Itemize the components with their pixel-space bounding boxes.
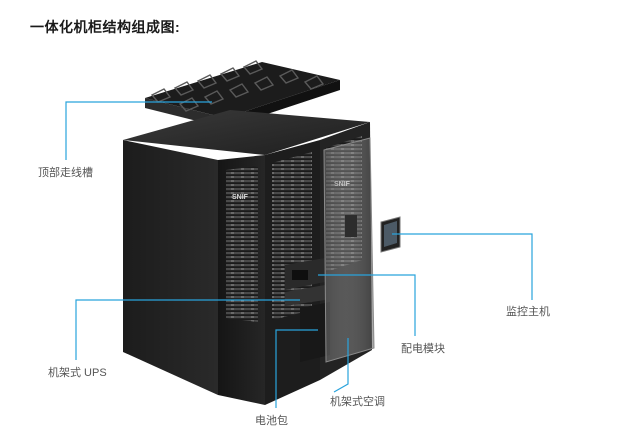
label-rack-air-conditioner: 机架式空调 <box>330 396 385 408</box>
battery-pack-unit <box>300 302 330 362</box>
label-top-cable-tray: 顶部走线槽 <box>38 167 93 179</box>
label-monitoring-host: 监控主机 <box>506 306 550 318</box>
monitoring-host-screen <box>380 216 401 253</box>
diagram-title: 一体化机柜结构组成图: <box>30 19 181 35</box>
glass-door <box>323 137 375 363</box>
leader-battery <box>275 329 318 408</box>
leader-monitor <box>392 233 533 300</box>
leader-rack-ups <box>75 299 300 360</box>
label-rack-ups: 机架式 UPS <box>48 367 107 379</box>
rack-ups-unit <box>285 258 325 306</box>
label-power-distribution-module: 配电模块 <box>401 343 445 355</box>
label-battery-pack: 电池包 <box>255 415 288 427</box>
leader-pdu <box>318 274 416 336</box>
leader-top-tray <box>65 101 212 160</box>
leader-rack-ac <box>333 338 349 393</box>
brand-logo: SNIF <box>232 194 249 201</box>
